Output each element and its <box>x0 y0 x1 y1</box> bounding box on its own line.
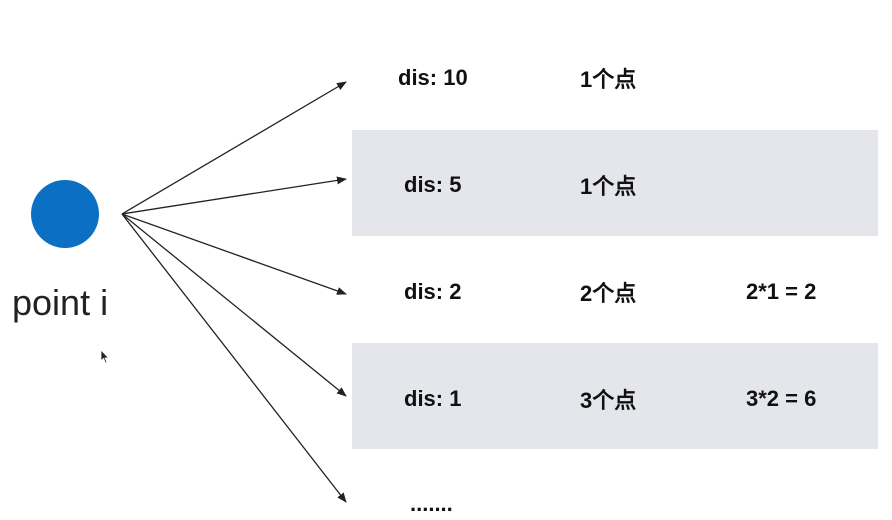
arrow <box>121 213 347 503</box>
row-calc: 3*2 = 6 <box>746 386 817 411</box>
row-band <box>352 343 878 449</box>
point-label: point i <box>12 282 109 323</box>
row-band <box>352 130 878 236</box>
row-count: 2个点 <box>580 281 637 306</box>
point-circle <box>31 180 99 248</box>
arrow <box>121 81 347 215</box>
arrow <box>121 176 347 215</box>
row-distance: dis: 2 <box>404 279 462 304</box>
row-count: 3个点 <box>580 388 637 413</box>
arrow <box>121 213 347 397</box>
row-count: 1个点 <box>580 67 637 92</box>
row-calc: 2*1 = 2 <box>746 279 817 304</box>
arrow <box>121 213 347 295</box>
row-count: 1个点 <box>580 174 637 199</box>
row-ellipsis: ....... <box>410 491 453 516</box>
row-distance: dis: 1 <box>404 386 462 411</box>
mouse-cursor-icon <box>100 349 110 364</box>
row-distance: dis: 10 <box>398 65 468 90</box>
row-distance: dis: 5 <box>404 172 462 197</box>
